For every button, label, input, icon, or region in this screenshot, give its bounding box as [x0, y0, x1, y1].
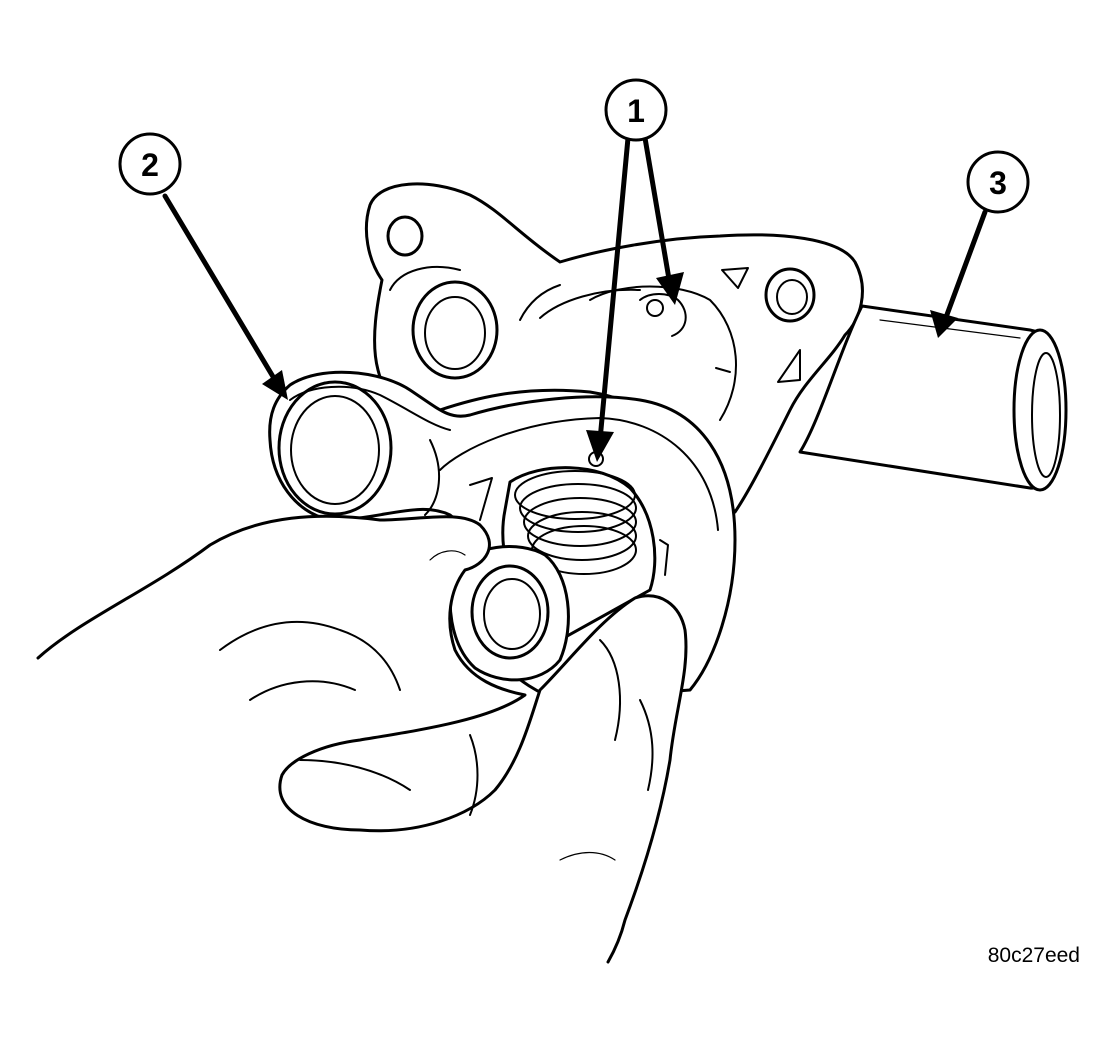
gasket-port — [277, 380, 393, 516]
leader-arrow-3 — [942, 209, 988, 323]
thermostat-collar — [470, 564, 550, 660]
thermostat — [448, 466, 669, 682]
leader-arrow-1a — [597, 135, 631, 443]
leader-arrow-2 — [162, 193, 278, 383]
outlet-pipe — [798, 304, 1068, 492]
mounting-hole — [764, 267, 816, 323]
leader-arrows — [162, 135, 988, 462]
figure-id-label: 80c27eed — [987, 944, 1080, 967]
leader-arrow-1b — [642, 135, 673, 288]
callout-3-label: 3 — [989, 165, 1007, 201]
callout-1-label: 1 — [627, 93, 645, 129]
callout-2-label: 2 — [141, 147, 159, 183]
technician-hands — [36, 514, 688, 964]
thermostat-housing — [364, 182, 864, 514]
callout-1: 1 — [604, 78, 668, 142]
callout-3: 3 — [966, 150, 1030, 214]
callout-2: 2 — [118, 132, 182, 196]
mounting-hole — [386, 215, 424, 257]
